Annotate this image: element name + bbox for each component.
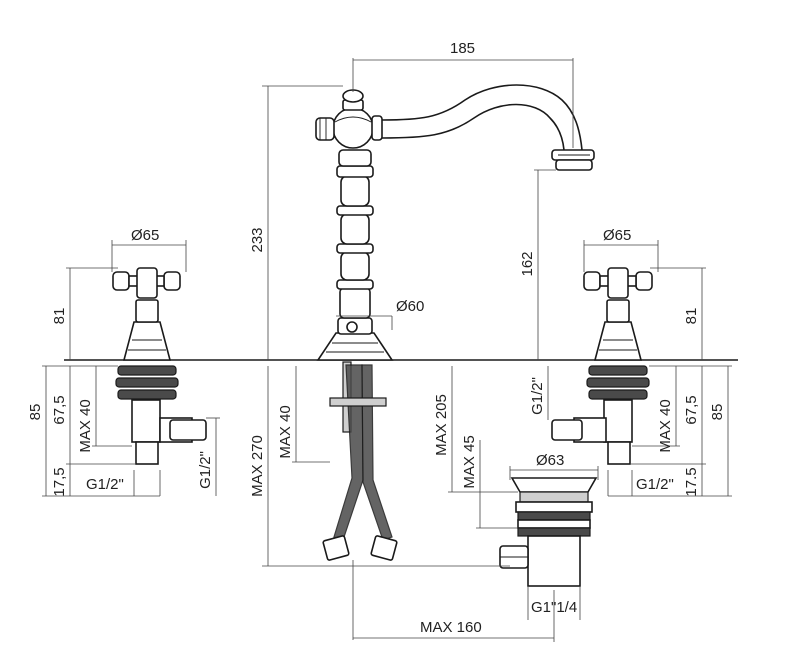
label-center-max45: MAX 45 [461,435,478,488]
label-left-total: 85 [27,404,44,421]
label-right-handle-height: 81 [683,308,700,325]
label-left-body: 67,5 [51,395,68,424]
label-left-handle-dia: Ø65 [131,227,159,244]
label-spout-outlet: 162 [519,251,536,276]
label-right-max40: MAX 40 [657,399,674,452]
left-valve-assembly [112,267,207,465]
label-right-bottom: 17.5 [683,467,700,496]
label-spout-height: 233 [249,227,266,252]
label-right-thread-down: G1/2" [636,476,674,493]
label-right-body: 67,5 [683,395,700,424]
label-center-max205: MAX 205 [433,394,450,456]
label-right-total: 85 [709,404,726,421]
label-right-handle-dia: Ø65 [603,227,631,244]
label-left-bottom: 17,5 [51,467,68,496]
drain-assembly [499,477,598,587]
label-right-thread-side: G1/2" [529,377,546,415]
label-center-max270: MAX 270 [249,435,266,497]
label-left-thread-down: G1/2" [86,476,124,493]
label-drain-reach: MAX 160 [420,619,482,636]
right-valve-assembly [551,267,653,465]
label-left-handle-height: 81 [51,308,68,325]
label-drain-thread: G1"1/4 [531,599,577,616]
label-center-max40: MAX 40 [277,405,294,458]
dimension-lines [42,58,732,642]
label-spout-base: Ø60 [396,298,424,315]
spout-hoses [322,361,398,561]
label-left-max40: MAX 40 [77,399,94,452]
spout-assembly [315,84,595,361]
label-spout-reach: 185 [450,40,475,57]
label-drain-dia: Ø63 [536,452,564,469]
label-left-thread-side: G1/2" [197,451,214,489]
